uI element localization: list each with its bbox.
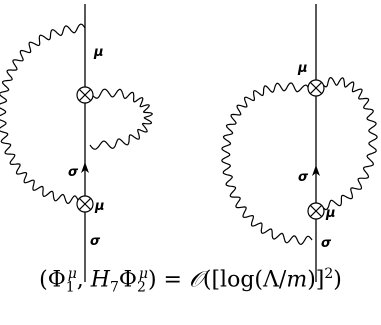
formula-log-close: )]: [307, 267, 325, 293]
right-vertex-bottom-crossed-circle: [307, 202, 325, 220]
formula-phi2: Φ: [118, 267, 137, 293]
formula-close-eq: ) =: [147, 267, 189, 293]
left-label-mu-vertex: μ: [94, 199, 105, 214]
right-label-sigma-mid: σ: [298, 170, 309, 185]
left-vertex-bottom-crossed-circle: [76, 195, 94, 213]
formula-final: ): [333, 267, 342, 293]
right-wavy-loop: [221, 82, 313, 245]
formula-lambda: Λ: [263, 267, 279, 293]
left-label-sigma-mid: σ: [68, 165, 79, 180]
right-diagram: μ σ μ σ: [221, 4, 378, 282]
left-wavy-loop: [0, 23, 86, 205]
right-label-sigma-bottom: σ: [321, 236, 332, 251]
formula-m: m: [286, 267, 308, 293]
formula-sub7: 7: [109, 279, 119, 296]
formula-sub2: 2: [136, 279, 146, 296]
left-label-mu-top: μ: [93, 45, 104, 60]
formula-caption: (Φ1μ, H7Φ2μ) = 𝒪([log(Λ/m)]2): [0, 266, 381, 296]
formula-power: 2: [324, 266, 334, 282]
right-label-mu-top: μ: [297, 61, 308, 76]
left-label-sigma-bottom: σ: [90, 234, 101, 249]
left-wavy-lower: [89, 88, 153, 150]
left-diagram: μ σ μ σ: [0, 4, 153, 282]
right-arrow-icon: [312, 165, 320, 176]
formula-log-open: ([log(: [202, 267, 263, 293]
formula-H: H: [90, 267, 110, 293]
right-label-mu-vertex: μ: [325, 206, 336, 221]
formula-phi1: Φ: [47, 267, 66, 293]
formula-slash: /: [278, 267, 287, 293]
formula-sup2: μ: [138, 266, 148, 282]
formula-big-o: 𝒪: [189, 267, 203, 293]
right-vertex-top-crossed-circle: [307, 79, 325, 97]
formula-open: (: [39, 267, 48, 293]
left-arrow-icon: [81, 162, 89, 173]
formula-sup1: μ: [67, 266, 77, 282]
left-vertex-top-crossed-circle: [76, 86, 94, 104]
formula-comma: ,: [76, 267, 91, 293]
formula-sub1: 1: [65, 279, 75, 296]
right-wavy-lower: [321, 76, 378, 211]
